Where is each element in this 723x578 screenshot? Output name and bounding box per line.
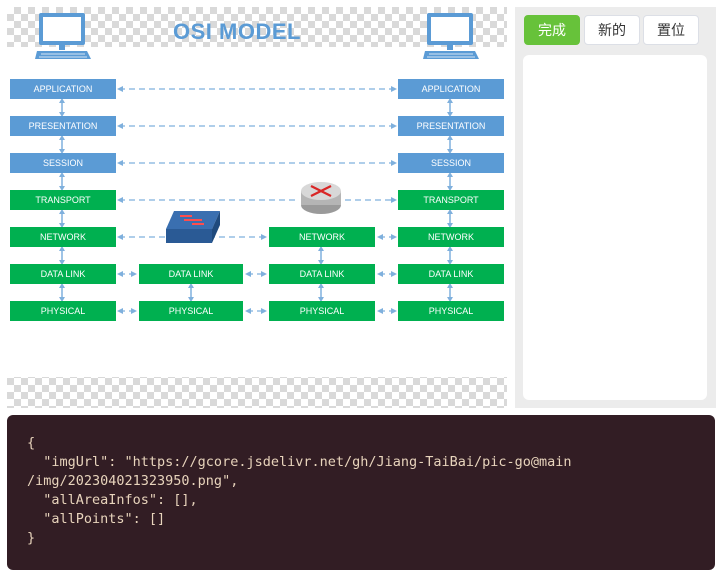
- right-transport-layer: TRANSPORT: [398, 190, 504, 210]
- router-physical-layer: PHYSICAL: [269, 301, 375, 321]
- connection-lines: [59, 86, 453, 314]
- router-network-layer: NETWORK: [269, 227, 375, 247]
- code-line: "allAreaInfos": [],: [27, 492, 198, 508]
- json-output: { "imgUrl": "https://gcore.jsdelivr.net/…: [7, 415, 715, 570]
- code-line: "imgUrl": "https://gcore.jsdelivr.net/gh…: [27, 454, 572, 470]
- left-application-layer: APPLICATION: [10, 79, 116, 99]
- left-session-layer: SESSION: [10, 153, 116, 173]
- new-button[interactable]: 新的: [584, 15, 640, 45]
- left-datalink-layer: DATA LINK: [10, 264, 116, 284]
- left-transport-layer: TRANSPORT: [10, 190, 116, 210]
- side-panel: 完成 新的 置位: [515, 7, 716, 408]
- right-presentation-layer: PRESENTATION: [398, 116, 504, 136]
- reset-button[interactable]: 置位: [643, 15, 699, 45]
- switch-icon: [166, 211, 220, 243]
- computer-icon: [35, 13, 91, 59]
- right-physical-layer: PHYSICAL: [398, 301, 504, 321]
- code-line: "allPoints": []: [27, 511, 166, 527]
- router-icon: [301, 182, 341, 214]
- code-line: /img/202304021323950.png",: [27, 473, 239, 489]
- left-physical-layer: PHYSICAL: [10, 301, 116, 321]
- osi-diagram: OSI MODEL: [7, 13, 507, 377]
- right-datalink-layer: DATA LINK: [398, 264, 504, 284]
- left-presentation-layer: PRESENTATION: [10, 116, 116, 136]
- diagram-title: OSI MODEL: [173, 19, 301, 44]
- router-datalink-layer: DATA LINK: [269, 264, 375, 284]
- switch-datalink-layer: DATA LINK: [139, 264, 243, 284]
- code-line: {: [27, 435, 36, 451]
- image-canvas[interactable]: OSI MODEL: [7, 7, 507, 408]
- area-list-panel[interactable]: [523, 55, 707, 400]
- switch-physical-layer: PHYSICAL: [139, 301, 243, 321]
- code-line: }: [27, 530, 36, 546]
- right-application-layer: APPLICATION: [398, 79, 504, 99]
- right-session-layer: SESSION: [398, 153, 504, 173]
- computer-icon: [423, 13, 479, 59]
- done-button[interactable]: 完成: [524, 15, 580, 45]
- left-network-layer: NETWORK: [10, 227, 116, 247]
- right-network-layer: NETWORK: [398, 227, 504, 247]
